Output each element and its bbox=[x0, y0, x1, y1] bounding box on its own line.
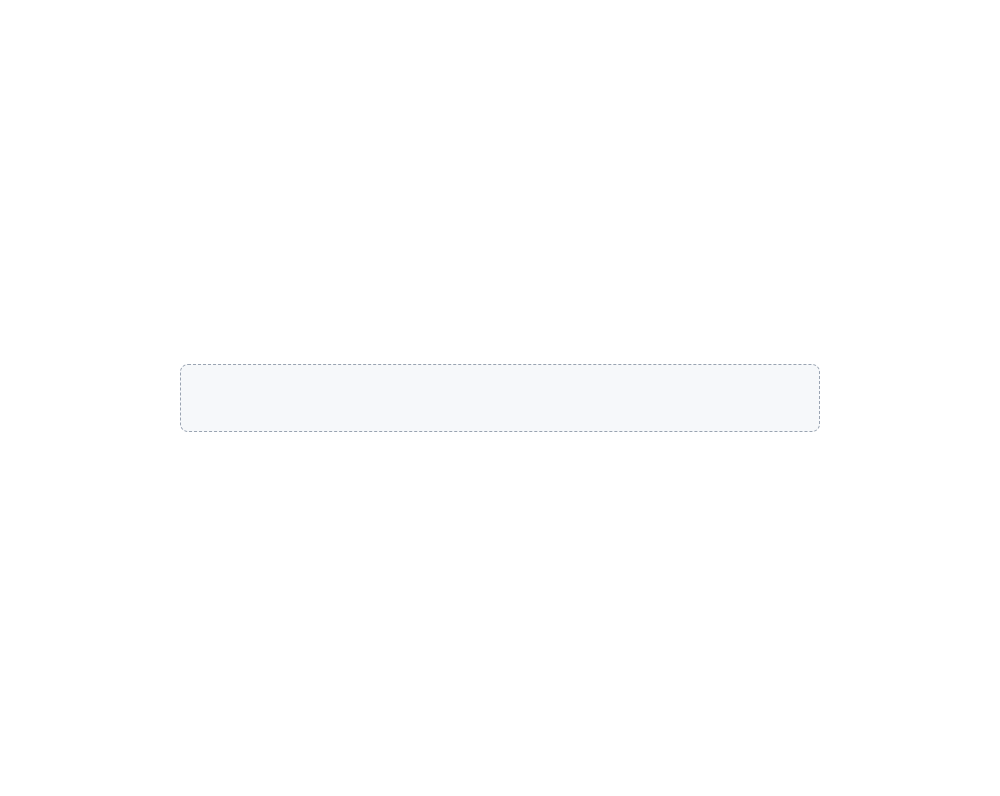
placeholder-panel bbox=[180, 364, 820, 432]
